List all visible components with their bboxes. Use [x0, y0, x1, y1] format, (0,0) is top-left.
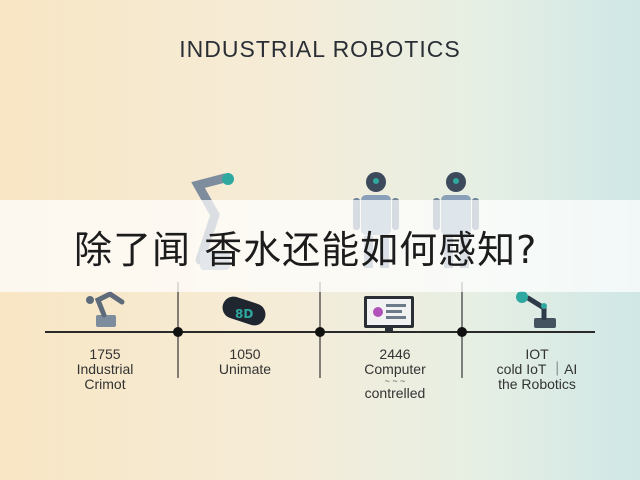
- caption-label: cold IoT ｜AI: [496, 361, 578, 377]
- timeline-dot: [457, 327, 467, 337]
- timeline-label-4: IOT cold IoT ｜AI the Robotics: [472, 347, 602, 392]
- caption-label: Unimate: [218, 361, 272, 377]
- timeline-label-2: 1050 Unimate: [195, 347, 295, 377]
- caption-label-2: Crimot: [84, 376, 126, 392]
- svg-text:8D: 8D: [235, 307, 253, 321]
- timeline-label-3: 2446 Computer ~ ~ ~ contrelled: [340, 347, 450, 401]
- question-text: 除了闻 香水还能如何感知?: [74, 228, 538, 272]
- timeline-dot: [173, 327, 183, 337]
- caption-label: Computer: [364, 361, 426, 377]
- caption-small: ~ ~ ~: [384, 376, 406, 386]
- caption-label-2: the Robotics: [498, 376, 576, 392]
- timeline-dot: [315, 327, 325, 337]
- page-title: INDUSTRIAL ROBOTICS: [179, 36, 461, 62]
- robot-arm-icon: [86, 291, 125, 327]
- caption-label-2: contrelled: [364, 385, 426, 401]
- year-label: IOT: [525, 346, 549, 362]
- unimate-capsule-icon: 8D: [222, 296, 266, 326]
- caption-label: Industrial: [76, 361, 134, 377]
- timeline-label-1: 1755 Industrial Crimot: [55, 347, 155, 392]
- year-label: 1050: [229, 346, 261, 362]
- year-label: 1755: [89, 346, 121, 362]
- robotic-arm-iot-icon: [516, 291, 556, 328]
- year-label: 2446: [379, 346, 411, 362]
- computer-monitor-icon: [364, 296, 414, 332]
- question-banner: [0, 200, 640, 292]
